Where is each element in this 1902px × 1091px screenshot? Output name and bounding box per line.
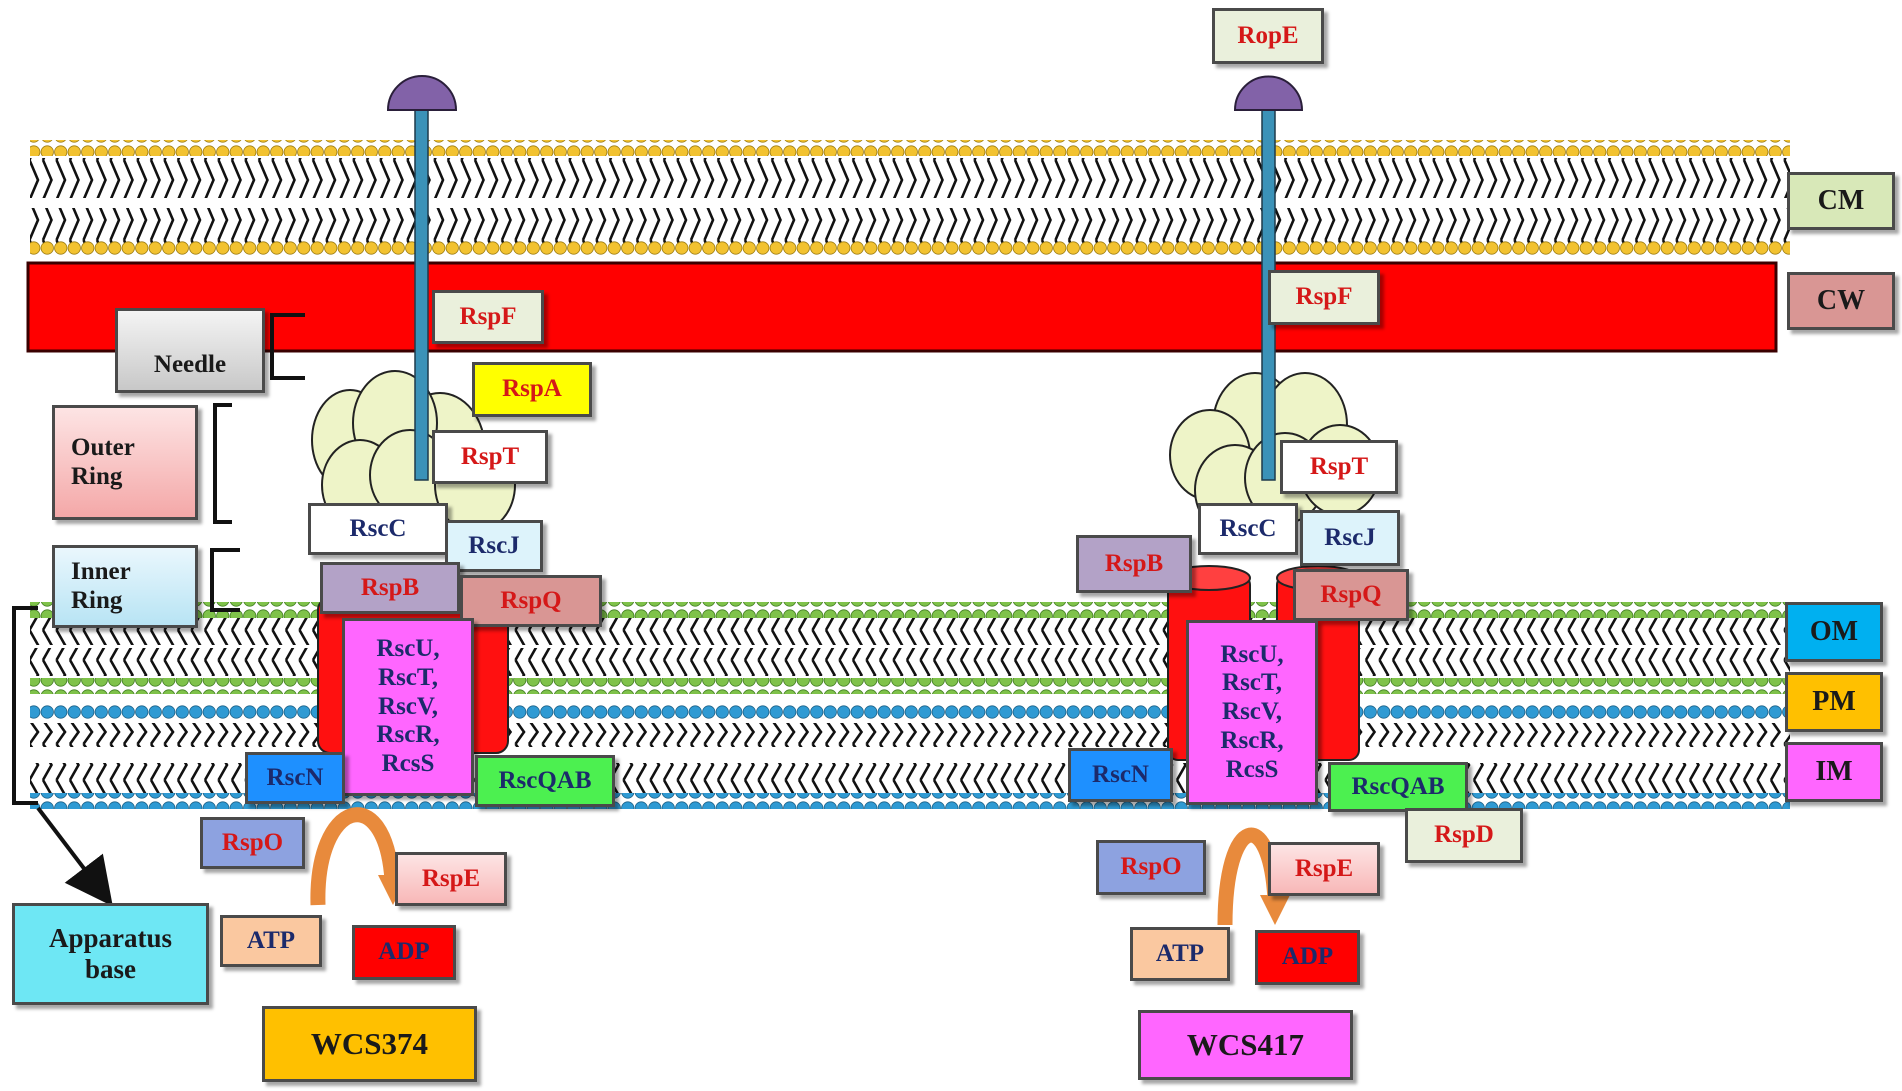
- im-label: IM: [1785, 742, 1883, 802]
- wcs374-adp-label: ADP: [352, 925, 456, 980]
- wcs417-core-label: RscU, RscT, RscV, RscR, RcsS: [1186, 620, 1318, 805]
- om-tails: [30, 615, 1790, 645]
- om-heads-bottom: [30, 678, 1790, 694]
- wcs417-adp-label: ADP: [1255, 930, 1360, 985]
- wcs417-rspd-label: RspD: [1405, 808, 1523, 863]
- inner-ring-label: Inner Ring: [52, 545, 198, 628]
- wcs417-rope-label: RopE: [1212, 8, 1324, 64]
- wcs374-needle-shaft: [414, 109, 429, 481]
- wcs417-atp-label: ATP: [1130, 927, 1230, 981]
- cm-heads-bottom: [30, 240, 1790, 256]
- wcs417-strain-name: WCS417: [1138, 1010, 1353, 1080]
- wcs374-rspb-label: RspB: [320, 562, 460, 614]
- cw-label: CW: [1787, 272, 1895, 330]
- apparatus-base-bracket: [12, 606, 38, 805]
- wcs374-rspt-label: RspT: [432, 430, 548, 484]
- om-heads-top: [30, 602, 1790, 618]
- wcs374-rspe-label: RspE: [395, 852, 507, 906]
- wcs374-rscn-label: RscN: [245, 752, 345, 804]
- wcs417-rspf-label: RspF: [1268, 270, 1380, 325]
- cm-label: CM: [1787, 172, 1895, 230]
- wcs374-core-label: RscU, RscT, RscV, RscR, RcsS: [342, 618, 474, 796]
- wcs417-rspe-label: RspE: [1268, 842, 1380, 896]
- wcs417-needle-tip: [1233, 75, 1304, 111]
- wcs374-rspf-label: RspF: [432, 290, 544, 344]
- wcs374-strain-name: WCS374: [262, 1006, 477, 1082]
- om-tails-2: [30, 648, 1790, 676]
- wcs374-rspq-label: RspQ: [460, 575, 602, 627]
- wcs417-rspo-label: RspO: [1096, 840, 1206, 895]
- wcs417-rscqab-label: RscQAB: [1328, 762, 1468, 812]
- wcs417-rscc-label: RscC: [1198, 503, 1298, 555]
- apparatus-base-arrow: [36, 806, 113, 907]
- inner-ring-bracket: [210, 548, 240, 612]
- wcs374-rspa-label: RspA: [472, 362, 592, 417]
- wcs417-rspb-label: RspB: [1076, 535, 1192, 593]
- cm-tails-upper: [30, 158, 1790, 198]
- wcs374-rscqab-label: RscQAB: [475, 755, 615, 807]
- om-label: OM: [1785, 602, 1883, 662]
- needle-bracket: [270, 313, 305, 380]
- cm-heads-top: [30, 140, 1790, 156]
- pm-label: PM: [1785, 672, 1883, 732]
- wcs417-atp-arrowhead: [1260, 895, 1290, 925]
- wcs417-rscn-label: RscN: [1068, 748, 1173, 802]
- cell-wall-band: [26, 261, 1778, 353]
- wcs374-rscc-label: RscC: [308, 503, 448, 555]
- outer-ring-bracket: [213, 403, 232, 524]
- pm-heads: [30, 705, 1790, 721]
- wcs374-rspo-label: RspO: [200, 817, 305, 869]
- wcs374-atp-arrow: [310, 807, 400, 906]
- wcs374-rscj-label: RscJ: [445, 520, 543, 572]
- wcs417-rscj-label: RscJ: [1300, 510, 1400, 566]
- pm-tails: [30, 723, 1790, 747]
- wcs374-needle-tip: [386, 75, 458, 111]
- outer-ring-label: Outer Ring: [52, 405, 198, 520]
- apparatus-base-label: Apparatus base: [12, 903, 209, 1005]
- wcs417-rspq-label: RspQ: [1293, 569, 1409, 621]
- wcs417-rspt-label: RspT: [1280, 440, 1398, 494]
- wcs374-atp-label: ATP: [220, 915, 322, 967]
- needle-label: Needle: [115, 308, 265, 393]
